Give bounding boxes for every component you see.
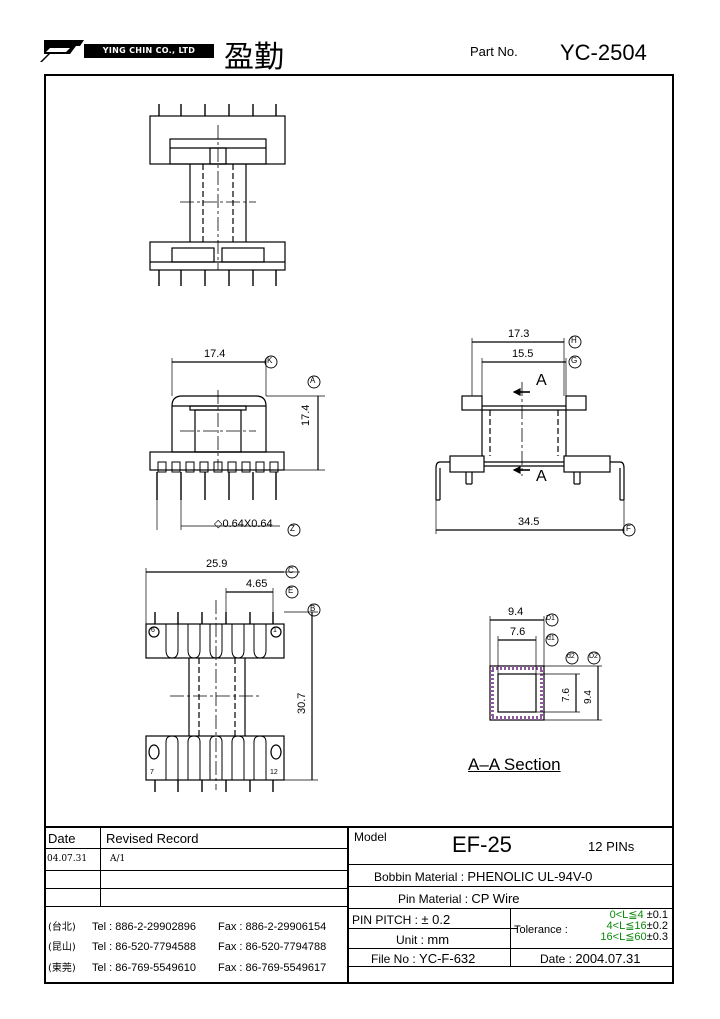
dim-pin-size: ◇0.64X0.64 [214,518,273,530]
part-no-label: Part No. [470,44,518,59]
unit-value: mm [427,932,450,947]
contact-row: (台北) Tel : 886-2-29902896 Fax : 886-2-2990… [48,918,326,933]
dim-bottom-pitch: 4.65 [246,578,268,590]
date-header: Date [48,831,76,846]
dim-side-inner: 15.5 [512,348,534,360]
contact-tel: Tel : 86-769-5549610 [92,962,196,974]
tolerance-value: ±0.2 [646,920,668,932]
dim-front-width: 17.4 [204,348,226,360]
pin-number-1: 1 [273,627,277,634]
title-block: Date Revised Record 04.07.31 A/1 (台北) Tel… [44,826,674,984]
unit: Unit : mm [396,932,449,947]
marker-a: A [310,376,316,385]
tolerance-row: 0<L≦4 ±0.1 [572,910,668,921]
dim-section-inner-height: 7.6 [561,688,572,702]
technical-drawing [145,104,636,792]
dim-bottom-height: 30.7 [296,692,308,714]
contact-region: (昆山) [48,942,76,953]
top-view [149,104,286,286]
marker-d2-lower: d2 [567,653,575,660]
bobbin-material: Bobbin Material : PHENOLIC UL-94V-0 [374,869,592,884]
front-view [149,358,325,530]
pin-material: Pin Material : CP Wire [398,891,520,906]
marker-c: C [288,566,294,575]
dim-section-inner-width: 7.6 [510,626,526,638]
pin-material-label: Pin Material : [398,892,469,906]
dim-section-outer-height: 9.4 [583,690,594,704]
tolerance-range: 16<L≦60 [600,931,647,943]
dim-side-bottom: 34.5 [518,516,540,528]
tolerance-range: 0<L≦4 [609,909,644,921]
bobbin-material-label: Bobbin Material : [374,870,465,884]
unit-label: Unit : [396,933,425,947]
company-logo [40,40,84,62]
company-name-en: YING CHIN CO., LTD [84,44,214,58]
bottom-view [145,568,318,792]
revision-date: 04.07.31 [47,854,88,864]
contact-fax: Fax : 86-769-5549617 [218,962,327,974]
marker-h: H [571,336,577,345]
marker-d2-upper: D2 [589,653,598,660]
pin-pitch: PIN PITCH : ± 0.2 [352,912,450,927]
pin-count: 12 PINs [588,839,635,854]
revision-record: A/1 [110,854,126,864]
marker-e: E [288,586,294,595]
contact-fax: Fax : 86-520-7794788 [218,941,327,953]
tolerance-table: 0<L≦4 ±0.1 4<L≦16±0.2 16<L≦60±0.3 [572,910,668,943]
section-view [489,616,602,721]
drawing-date-value: 2004.07.31 [575,951,641,966]
section-arrow-label-top: A [536,372,547,389]
tolerance-row: 4<L≦16±0.2 [572,921,668,932]
file-number-label: File No : [371,952,416,966]
tolerance-row: 16<L≦60±0.3 [572,932,668,943]
dim-side-top: 17.3 [508,328,530,340]
pin-material-value: CP Wire [471,891,520,906]
tolerance-value: ±0.3 [646,931,668,943]
contact-row: (昆山) Tel : 86-520-7794588 Fax : 86-520-779… [48,938,326,953]
pin-number-6: 6 [151,627,155,634]
side-view [435,338,625,534]
pin-number-7: 7 [150,769,154,776]
contact-tel: Tel : 886-2-29902896 [92,921,196,933]
tolerance-label: Tolerance : [514,924,568,936]
contact-fax: Fax : 886-2-29906154 [218,921,327,933]
pin-number-12: 12 [270,769,278,776]
model-label: Model [354,830,387,844]
bobbin-material-value: PHENOLIC UL-94V-0 [467,869,593,884]
contact-row: (東莞) Tel : 86-769-5549610 Fax : 86-769-554… [48,959,326,974]
contact-tel: Tel : 86-520-7794588 [92,941,196,953]
tolerance-range: 4<L≦16 [606,920,647,932]
marker-k: K [267,356,273,365]
file-number: File No : YC-F-632 [371,951,475,966]
file-number-value: YC-F-632 [419,951,476,966]
marker-d1-upper: D1 [546,615,555,622]
part-no-value: YC-2504 [560,40,647,65]
revised-record-header: Revised Record [106,831,199,846]
drawing-date-label: Date : [540,952,573,966]
marker-z: Z [290,524,295,533]
drawing-date: Date : 2004.07.31 [540,951,640,966]
tolerance-value: ±0.1 [646,909,668,921]
dim-bottom-width: 25.9 [206,558,228,570]
contact-region: (東莞) [48,963,76,974]
pin-pitch-value: ± 0.2 [421,912,451,927]
contact-region: (台北) [48,922,76,933]
model-value: EF-25 [452,832,512,857]
company-name-cn: 盈勤 [224,40,284,75]
marker-f: F [626,524,631,533]
section-title: A–A Section [468,755,561,774]
dim-front-height: 17.4 [300,404,312,426]
section-arrow-label-bottom: A [536,468,547,485]
pin-pitch-label: PIN PITCH : [352,913,419,927]
marker-b: B [310,604,316,613]
marker-g: G [571,356,578,365]
dim-section-outer-width: 9.4 [508,606,524,618]
marker-d1-lower: d1 [547,635,555,642]
